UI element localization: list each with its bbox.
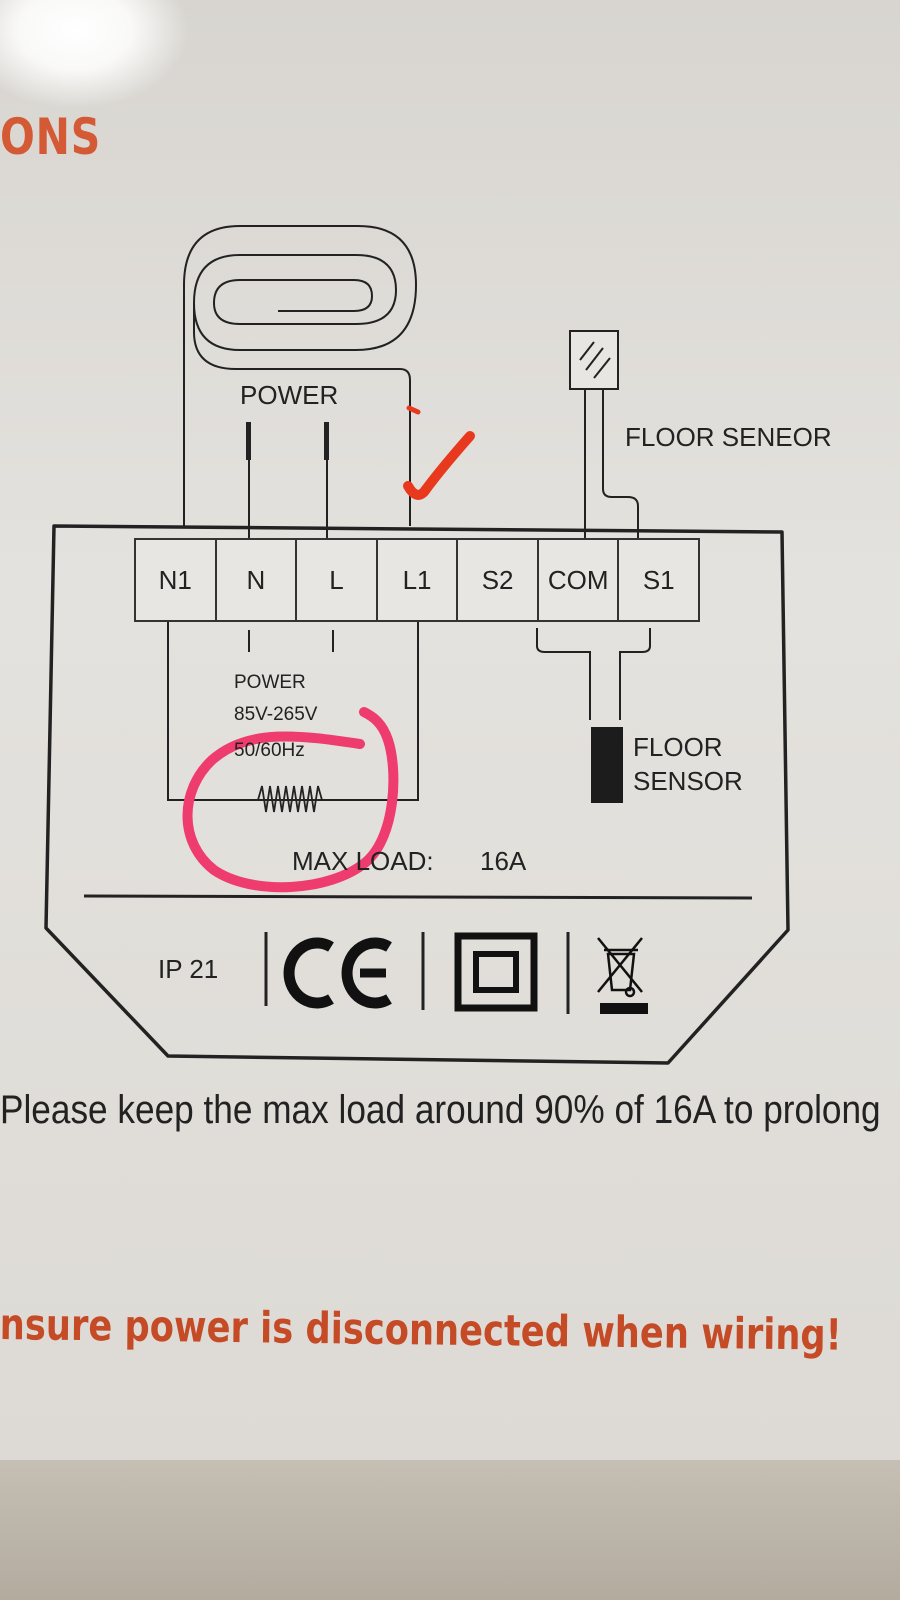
max-load-label: MAX LOAD:	[292, 846, 434, 876]
terminal-n: N	[217, 540, 298, 620]
wiring-warning: nsure power is disconnected when wiring!	[0, 1300, 842, 1361]
floor-sensor-probe	[591, 727, 623, 803]
load-note: Please keep the max load around 90% of 1…	[0, 1088, 881, 1132]
device-housing	[44, 524, 790, 1065]
ip-rating: IP 21	[158, 954, 219, 984]
power-l-wire-top	[324, 422, 329, 460]
terminal-s2: S2	[458, 540, 539, 620]
inner-power-label: POWER	[234, 672, 306, 693]
terminal-block: N1 N L L1 S2 COM S1	[134, 538, 700, 622]
terminal-s1: S1	[642, 564, 675, 595]
power-n-wire-top	[246, 422, 251, 460]
pink-circle-annotation	[182, 707, 399, 893]
terminal-l1: L1	[378, 540, 459, 620]
terminal-n1: N1	[136, 540, 217, 620]
divider-line	[83, 894, 753, 900]
floor-seneor-label: FLOOR SENEOR	[625, 422, 832, 452]
inner-wiring	[167, 622, 651, 801]
ce-mark-icon	[283, 937, 392, 1009]
resistor-icon	[257, 785, 323, 813]
floor-sensor-label-line1: FLOOR	[633, 732, 723, 762]
floor-sensor-label-line2: SENSOR	[633, 766, 743, 796]
max-load-value: 16A	[480, 846, 527, 876]
red-check-annotation	[403, 405, 475, 500]
double-insulation-icon	[454, 932, 538, 1012]
terminal-l: L	[297, 540, 378, 620]
top-power-label: POWER	[240, 380, 339, 410]
section-heading: ONS	[0, 108, 102, 166]
weee-bin-icon	[597, 937, 648, 1014]
table-surface	[0, 1460, 900, 1600]
terminal-com: COM	[539, 540, 620, 620]
instruction-sheet	[0, 0, 900, 1460]
voltage-label: 85V-265V	[234, 704, 318, 725]
sensor-probe-icon	[569, 330, 639, 538]
frequency-label: 50/60Hz	[234, 740, 305, 761]
heating-coil-icon	[183, 225, 418, 526]
